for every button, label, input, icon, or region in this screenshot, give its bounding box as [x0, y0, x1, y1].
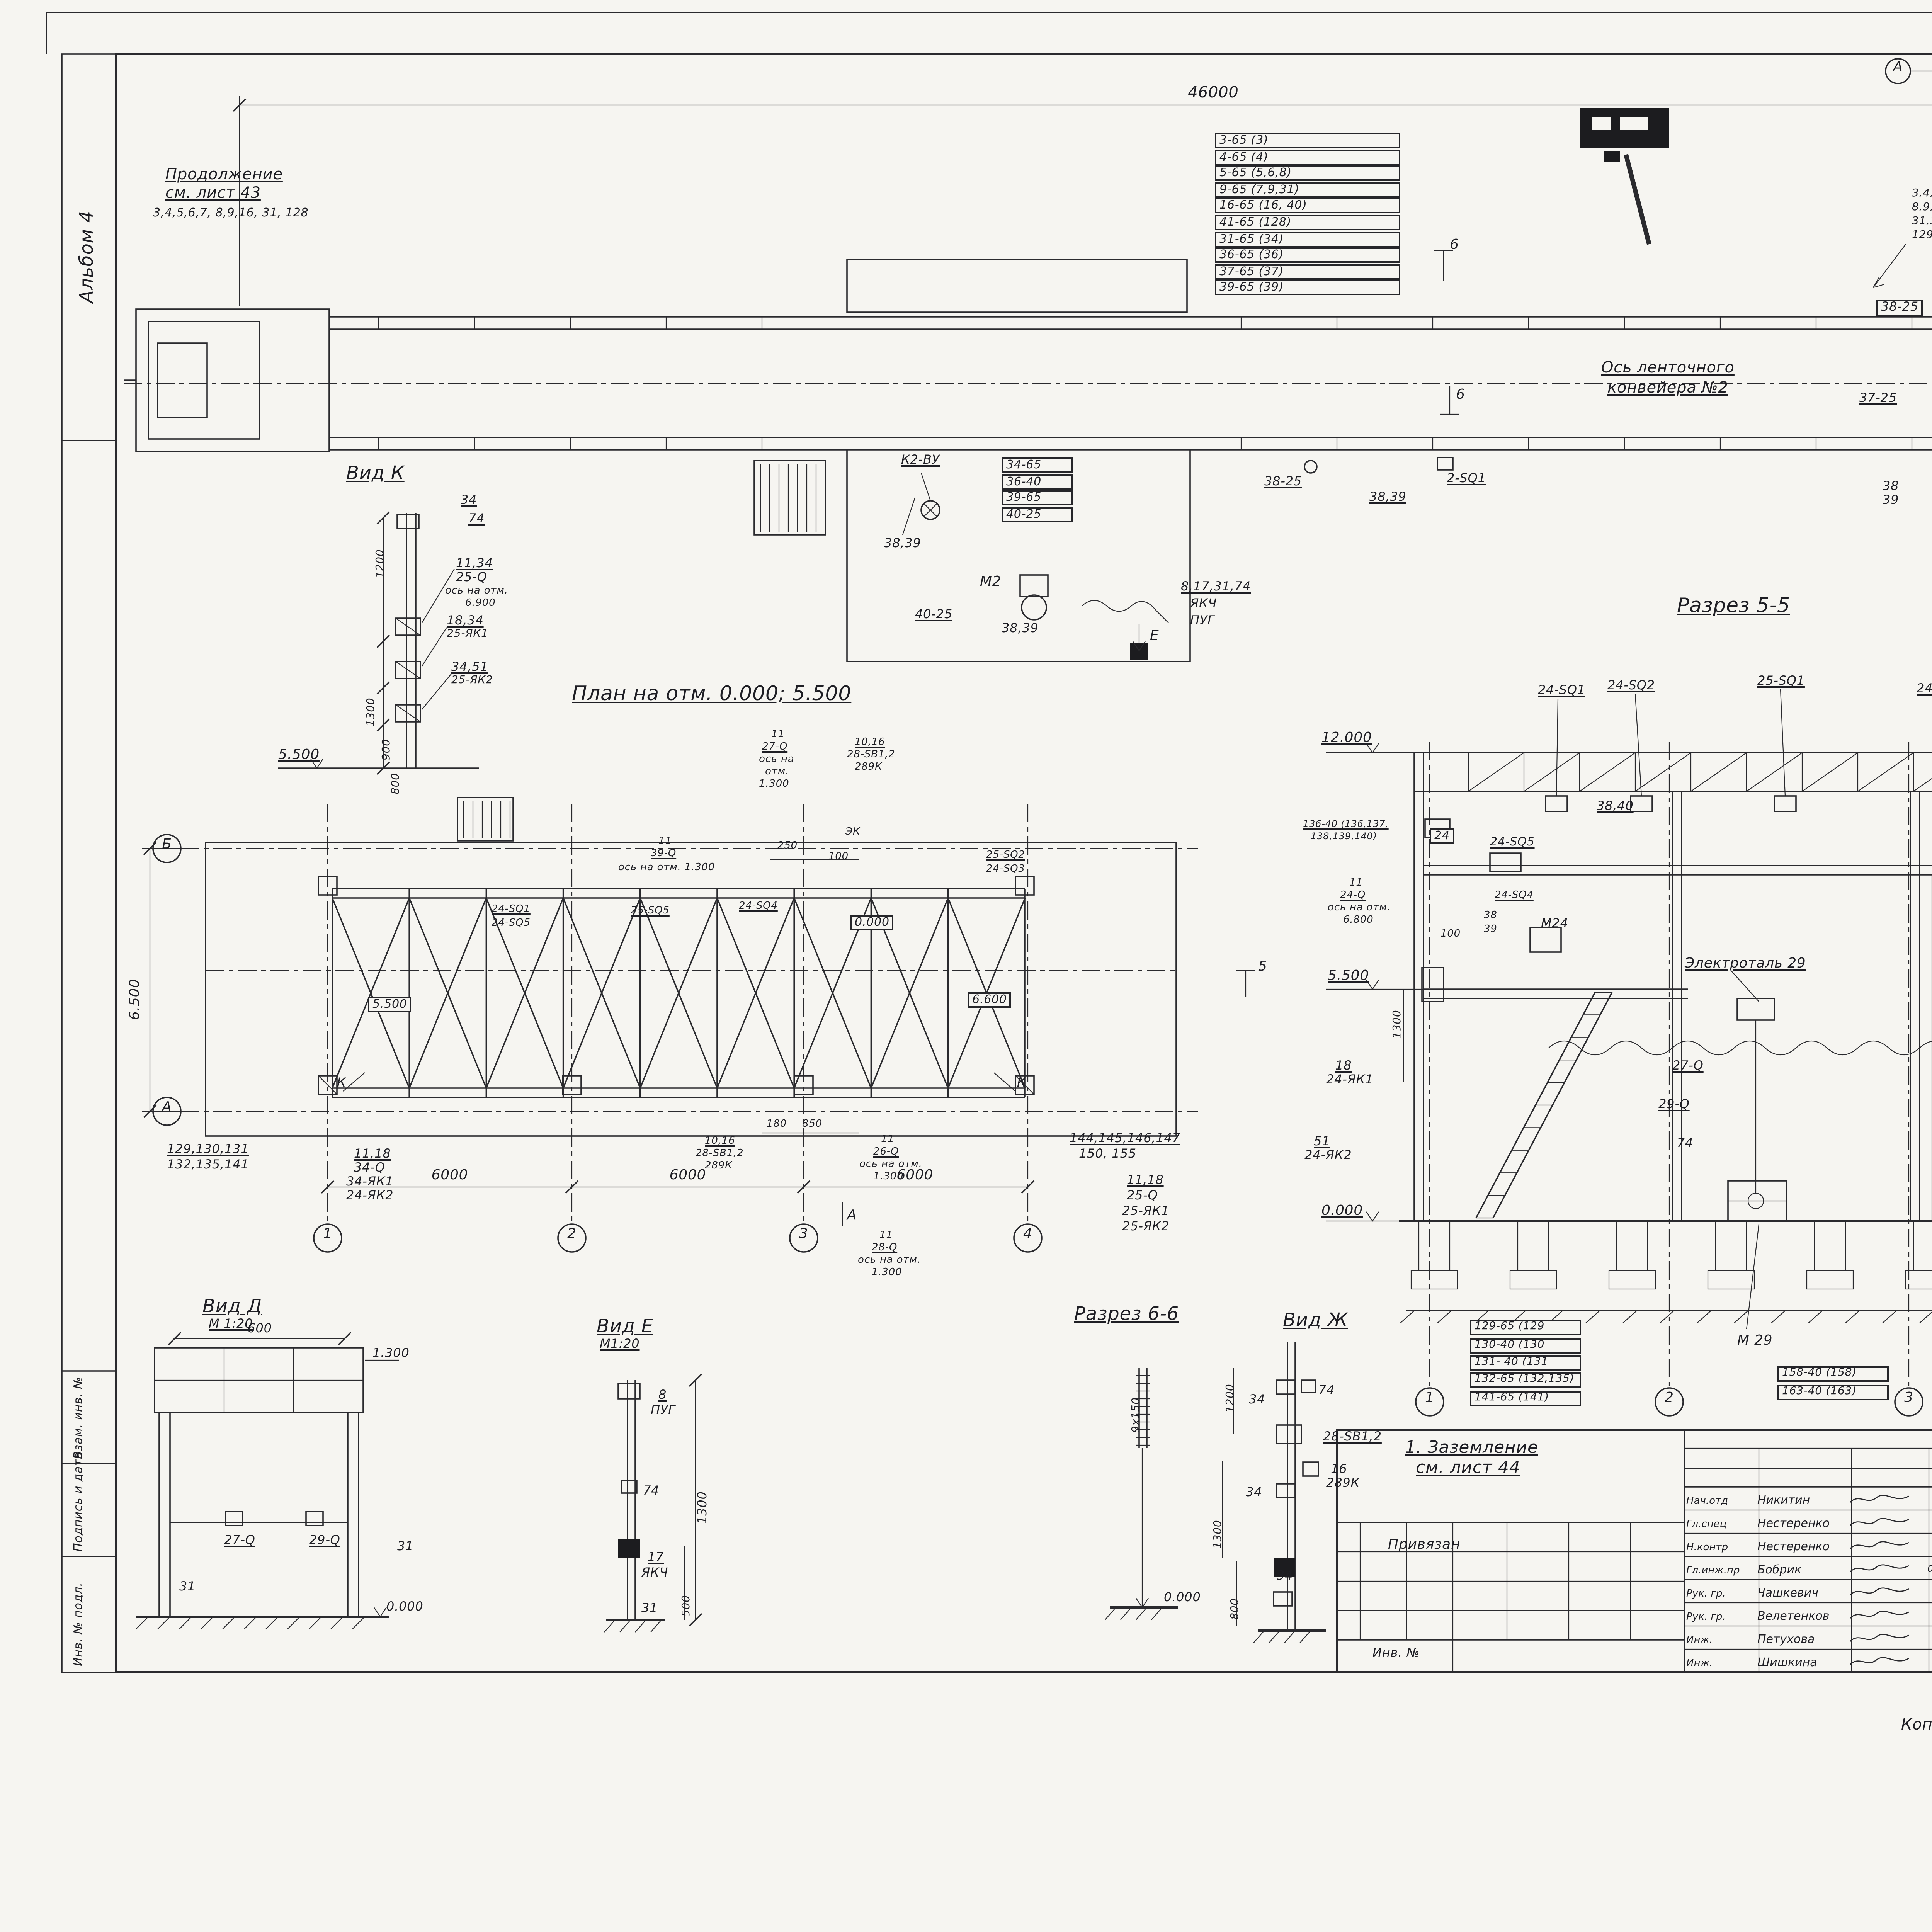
footings — [1410, 1220, 1932, 1290]
conveyor-ticks — [378, 317, 1913, 450]
legend-black-mark — [1580, 108, 1669, 245]
grid-bubbles — [152, 58, 1923, 1417]
vid-e-detail — [606, 1373, 702, 1627]
vid-zh-detail — [1222, 1342, 1326, 1632]
roof-truss — [1468, 752, 1932, 792]
ground-hatching — [136, 1310, 1932, 1643]
plan-braces — [332, 889, 1026, 1097]
conveyor-plan — [124, 70, 1932, 662]
overall-dimension-46000 — [233, 96, 1932, 306]
vid-k-detail — [278, 511, 479, 775]
vid-d-detail — [136, 1332, 399, 1618]
razrez-6-6-detail — [1110, 1368, 1178, 1609]
rungs — [1136, 1375, 1150, 1446]
sheet-frame — [46, 12, 1932, 1673]
section-5-5 — [1326, 689, 1932, 1388]
title-block-grid — [1336, 1429, 1932, 1673]
ladders — [1475, 992, 1613, 1219]
stairs — [463, 464, 817, 838]
plan-view — [142, 464, 1255, 1226]
